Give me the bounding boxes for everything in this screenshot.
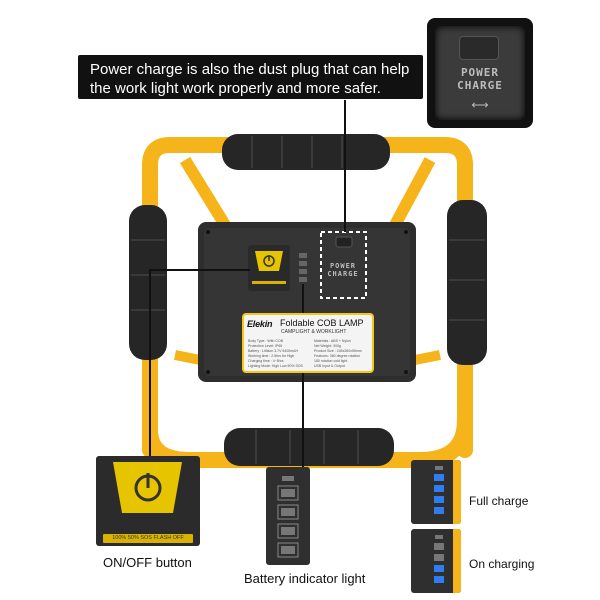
frame-strip — [453, 529, 461, 593]
callout-line-2: the work light work properly and more sa… — [90, 80, 381, 97]
right-foam-handle — [447, 200, 487, 365]
left-foam-handle — [129, 205, 167, 360]
full-charge-label: Full charge — [469, 494, 529, 508]
top-foam-handle — [222, 134, 390, 170]
zoom-label-line-2: CHARGE — [457, 79, 503, 92]
battery-led-tip — [282, 476, 294, 481]
spec-left-0: Body Type : With COB — [248, 339, 283, 343]
body-label-line-2: CHARGE — [327, 270, 359, 278]
spec-right-2: Product Size : 245x260x55mm — [314, 349, 362, 353]
battery-tip — [435, 466, 443, 470]
onoff-caption: ON/OFF button — [103, 555, 192, 570]
brand-name: Elekin — [247, 319, 273, 329]
battery-led — [434, 496, 444, 503]
spec-left-1: Protection Level: IP65 — [248, 344, 283, 348]
dust-plug-icon — [459, 36, 499, 60]
charging-leds — [434, 529, 461, 593]
power-charge-zoom-label: POWER CHARGE — [435, 66, 525, 92]
spec-left-4: Charging time : 4~5hrs — [248, 359, 284, 363]
power-charge-zoom: POWER CHARGE ⟷ — [427, 18, 533, 128]
power-charge-zoom-panel: POWER CHARGE ⟷ — [435, 26, 525, 120]
zoom-label-line-1: POWER — [460, 66, 500, 79]
battery-caption: Battery indicator light — [244, 571, 366, 586]
spec-left-2: Battery : Lithium 3.7V 6400mAH — [248, 349, 298, 353]
mode-strip: 100% 50% SOS FLASH OFF — [103, 534, 193, 543]
spec-right-5: USB Input & Output — [314, 364, 345, 368]
spec-right-4: 180 rotation cold light — [314, 359, 348, 363]
callout-line-1: Power charge is also the dust plug that … — [90, 61, 410, 78]
spec-left-3: Working time : 2.5hrs for High — [248, 354, 295, 358]
strut-right — [389, 157, 436, 228]
leader-onoff — [149, 269, 250, 456]
spec-right-3: Features: 360 degree rotation — [314, 354, 361, 358]
charging-thumbnail — [411, 529, 461, 593]
battery-led — [434, 565, 444, 572]
product-subtitle: CAMPLIGHT & WORKLIGHT — [281, 329, 347, 335]
frame-strip — [453, 460, 461, 524]
spec-left-5: Lighting Mode: High Low 50% SOS — [248, 364, 303, 368]
spec-right-0: Materials : ABS + Nylon — [314, 339, 351, 343]
battery-led — [434, 474, 444, 481]
spec-right-1: Net Weight: 900g — [314, 344, 341, 348]
charge-port-highlight — [320, 231, 367, 299]
strut-br — [414, 350, 441, 365]
strut-left — [179, 156, 231, 229]
body-battery-leds — [299, 253, 307, 282]
battery-led — [434, 507, 444, 514]
product-name: Foldable COB LAMP — [280, 318, 364, 328]
strut-bl — [174, 350, 201, 365]
full-charge-thumbnail — [411, 460, 461, 524]
body-power-charge-label: POWER CHARGE — [323, 262, 363, 278]
battery-led — [434, 554, 444, 561]
body-label-line-1: POWER — [329, 262, 357, 270]
bottom-foam-handle — [224, 428, 394, 466]
battery-led — [434, 576, 444, 583]
usb-icon: ⟷ — [471, 98, 489, 112]
brand-plate — [242, 313, 374, 373]
full-charge-leds — [434, 460, 461, 524]
power-charge-callout: Power charge is also the dust plug that … — [78, 55, 423, 99]
battery-led — [434, 485, 444, 492]
on-charging-label: On charging — [469, 557, 535, 571]
battery-led — [434, 543, 444, 550]
battery-tip — [435, 535, 443, 539]
